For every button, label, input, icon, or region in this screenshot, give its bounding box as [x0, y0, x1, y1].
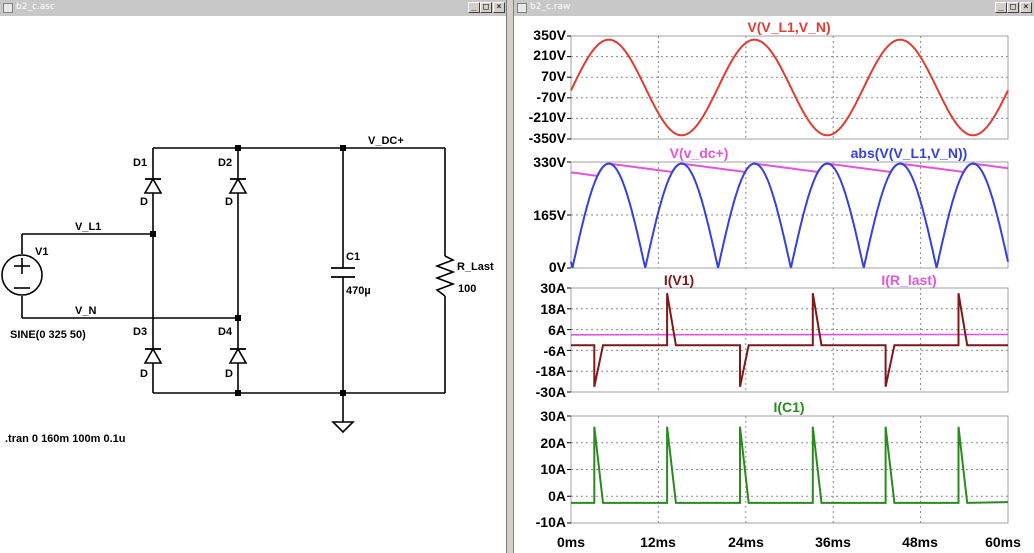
net-label-vl1: V_L1	[75, 221, 101, 233]
xtick-5: 60ms	[985, 534, 1021, 550]
p1-ytick-5: -350V	[529, 130, 567, 146]
label-d4: D4	[218, 326, 233, 338]
waveform-titlebar[interactable]: b2_c.raw _ □ ×	[514, 0, 1034, 16]
p2-ytick-2: 0V	[549, 259, 567, 275]
p3-ytick-2: 6A	[548, 322, 566, 338]
maximize-button[interactable]: □	[1007, 2, 1019, 13]
waveform-plot-area[interactable]: 350V 210V 70V -70V -210V -350V V(V_L1,V_…	[514, 16, 1034, 553]
close-button[interactable]: ×	[1020, 2, 1032, 13]
resistor-r-last[interactable]	[434, 255, 456, 297]
p1-ytick-3: -70V	[536, 89, 566, 105]
label-v1: V1	[35, 246, 48, 258]
schematic-title: b2_c.asc	[16, 2, 55, 12]
label-r-last: R_Last	[457, 261, 494, 273]
close-button[interactable]: ×	[493, 2, 505, 13]
label-d4-model: D	[225, 368, 233, 380]
waveform-title: b2_c.raw	[530, 2, 571, 12]
diode-d1[interactable]	[143, 177, 163, 194]
p4-ytick-1: 20A	[540, 435, 566, 451]
p1-ytick-0: 350V	[533, 27, 566, 43]
p3-ytick-4: -18A	[536, 363, 566, 379]
schematic-app-icon	[3, 3, 13, 13]
p3-ytick-1: 18A	[540, 301, 566, 317]
p3-ytick-5: -30A	[536, 384, 566, 400]
label-d3: D3	[133, 326, 147, 338]
legend-v-vl1-vn[interactable]: V(V_L1,V_N)	[747, 19, 830, 35]
p2-ytick-0: 330V	[533, 154, 566, 170]
p1-ytick-1: 210V	[533, 47, 566, 63]
minimize-button[interactable]: _	[468, 2, 480, 13]
trace-i-v1	[571, 293, 1008, 388]
diode-d2[interactable]	[228, 177, 248, 194]
label-r-last-value: 100	[458, 283, 476, 295]
net-label-vn: V_N	[75, 305, 96, 317]
label-d1-model: D	[140, 196, 148, 208]
capacitor-c1[interactable]	[331, 267, 355, 278]
p1-ytick-2: 70V	[541, 68, 567, 84]
xtick-2: 24ms	[728, 534, 764, 550]
diode-d4[interactable]	[228, 347, 248, 364]
legend-v-vdc[interactable]: V(v_dc+)	[670, 145, 729, 161]
trace-i-c1	[571, 426, 1009, 504]
xtick-0: 0ms	[557, 534, 585, 550]
trace-v-vl1-vn	[570, 38, 1009, 137]
legend-i-rlast[interactable]: I(R_last)	[881, 272, 936, 288]
window-divider	[506, 0, 514, 553]
waveform-window[interactable]: b2_c.raw _ □ × 350V 210V 70V -70V -210V …	[514, 0, 1034, 553]
p3-ytick-0: 30A	[540, 280, 566, 296]
p4-ytick-3: 0A	[548, 488, 566, 504]
ground-symbol	[331, 421, 355, 434]
pane-frame-3	[570, 287, 1009, 393]
p4-ytick-2: 10A	[540, 461, 566, 477]
voltage-source-v1[interactable]	[1, 254, 43, 296]
legend-abs-v[interactable]: abs(V(V_L1,V_N))	[851, 145, 968, 161]
p3-ytick-3: -6A	[543, 343, 566, 359]
legend-i-v1[interactable]: I(V1)	[664, 272, 694, 288]
label-d2-model: D	[225, 196, 233, 208]
label-c1-value: 470µ	[346, 285, 371, 297]
net-label-vdc: V_DC+	[368, 135, 404, 147]
minimize-button[interactable]: _	[995, 2, 1007, 13]
schematic-titlebar[interactable]: b2_c.asc _ □ ×	[0, 0, 506, 16]
label-d2: D2	[218, 157, 232, 169]
maximize-button[interactable]: □	[480, 2, 492, 13]
p4-ytick-0: 30A	[540, 408, 566, 424]
spice-directive: .tran 0 160m 100m 0.1u	[5, 433, 125, 445]
p2-ytick-1: 165V	[533, 207, 566, 223]
diode-d3[interactable]	[143, 347, 163, 364]
junction-dots	[150, 145, 346, 396]
label-v1-value: SINE(0 325 50)	[10, 329, 86, 341]
pane-frame-1	[570, 35, 1009, 140]
waveform-app-icon	[517, 3, 527, 13]
legend-i-c1[interactable]: I(C1)	[773, 399, 804, 415]
p4-ytick-4: -10A	[536, 514, 566, 530]
label-c1: C1	[346, 251, 360, 263]
xtick-3: 36ms	[815, 534, 851, 550]
p1-ytick-4: -210V	[529, 109, 567, 125]
trace-abs-v	[570, 162, 1009, 268]
xtick-4: 48ms	[902, 534, 938, 550]
label-d3-model: D	[140, 368, 148, 380]
label-d1: D1	[133, 157, 147, 169]
schematic-window[interactable]: b2_c.asc _ □ ×	[0, 0, 506, 553]
xtick-1: 12ms	[640, 534, 676, 550]
trace-v-vdc	[570, 162, 1009, 177]
schematic-canvas[interactable]: D1 D2 D3 D4 D D D D V_DC+ V_L1 V_N V1 SI…	[0, 16, 506, 553]
